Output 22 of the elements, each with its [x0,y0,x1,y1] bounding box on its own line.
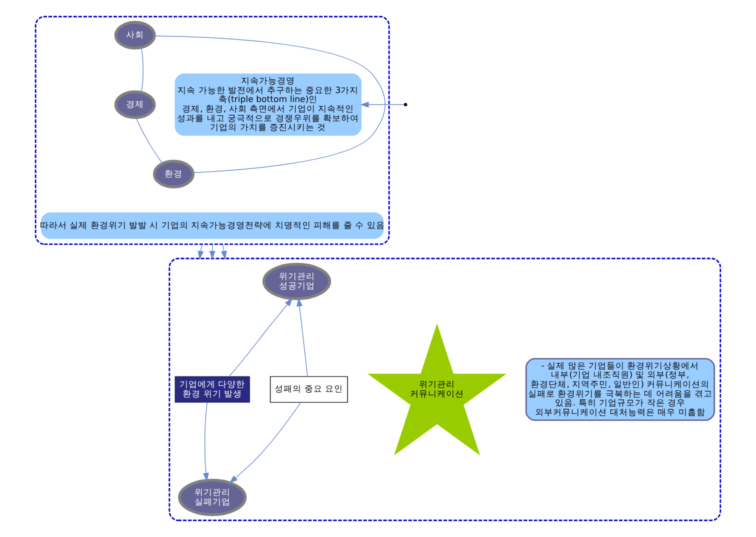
node-box: - 실제 많은 기업들이 환경위기상황에서 내부(기업 내조직원) 및 외부(정부, 환경단체, 지역주민, 일반인) 커뮤니케이션의 실패로 환경위기를 극복하는 데 어려움을 겪고 있음. 특히 기업규모가 작은 경우 외부커뮤니케이션 대처능력은 매우 미흡함 [525,358,716,421]
connector [136,117,163,164]
node-box: 따라서 실제 환경위기 발발 시 기업의 지속가능경영전략에 치명적인 피해를 줄 수 있음 [40,212,384,239]
arrow [296,298,308,377]
cluster [168,258,722,522]
arrow [228,298,293,377]
cluster [34,16,390,245]
connector [154,36,386,174]
node-ellipse: 환경 [152,160,194,188]
node-ellipse: 위기관리 실패기업 [178,478,247,516]
node-box: 지속가능경영 지속 가능한 발전에서 추구하는 중요한 3가지 축(triple bottom line)인 경제, 환경, 사회 측면에서 기업이 지속적인 성과를 내고 궁극적으로 경쟁우위를 확보하여 기업의 가치를 증진시키는 것 [174,74,362,136]
node-ellipse: 경제 [114,90,156,119]
node-ellipse: 위기관리 성공기업 [262,262,332,300]
node-box: 기업에게 다양한 환경 위기 발생 [174,376,250,403]
connector [140,47,144,93]
arrow [229,402,302,484]
arrow [202,402,209,482]
arrow [360,102,405,108]
node-ellipse: 사회 [114,20,156,50]
node-box: 성패의 중요 요인 [270,376,348,403]
arrow [220,244,227,260]
arrow [198,244,204,260]
